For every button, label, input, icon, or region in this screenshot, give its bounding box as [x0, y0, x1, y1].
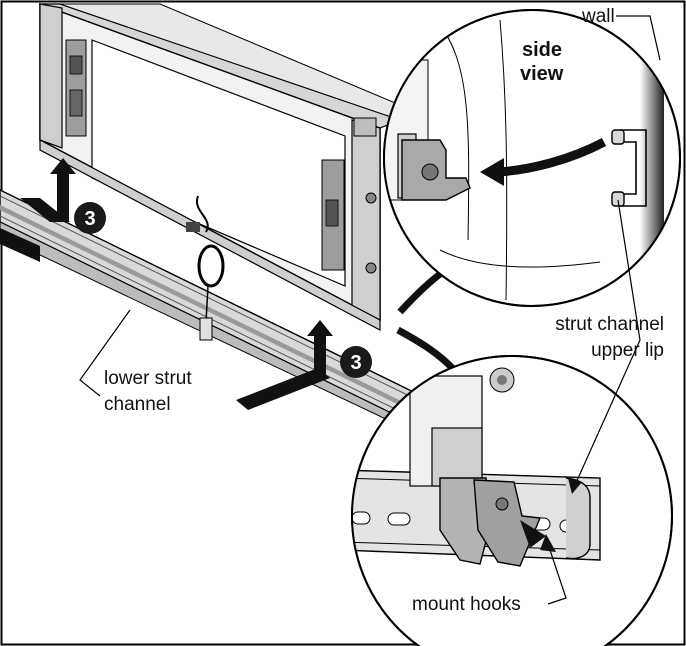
label-wall: wall [581, 6, 615, 27]
label-side-view-line1: side [522, 39, 562, 61]
lift-arrow-right [236, 320, 333, 410]
display-mount-frame [39, 2, 402, 341]
side-view-detail [383, 9, 681, 307]
leader-mount-hooks [547, 543, 567, 605]
side-view-arrow [497, 138, 607, 177]
pointer-arrow-to-hook-detail [396, 326, 459, 375]
label-lower-strut-line2: channel [104, 394, 171, 415]
mount-hooks-detail [351, 355, 673, 646]
step-badge-right-number: 3 [350, 352, 361, 374]
label-strut-upper-lip-line1: strut channel [555, 314, 664, 335]
leader-wall [616, 15, 661, 61]
step-badge-left-number: 3 [84, 208, 95, 230]
lift-arrow-left [20, 158, 76, 222]
label-mount-hooks: mount hooks [412, 594, 521, 615]
label-lower-strut-line1: lower strut [104, 368, 192, 389]
label-strut-upper-lip-line2: upper lip [591, 340, 664, 361]
label-side-view-line2: view [520, 63, 564, 85]
wall-surface [640, 60, 664, 260]
leader-strut-upper-lip [574, 199, 641, 486]
step-badge-left: 3 [74, 202, 106, 234]
leader-lower-strut-channel [79, 309, 131, 397]
step-badge-right: 3 [340, 346, 372, 378]
